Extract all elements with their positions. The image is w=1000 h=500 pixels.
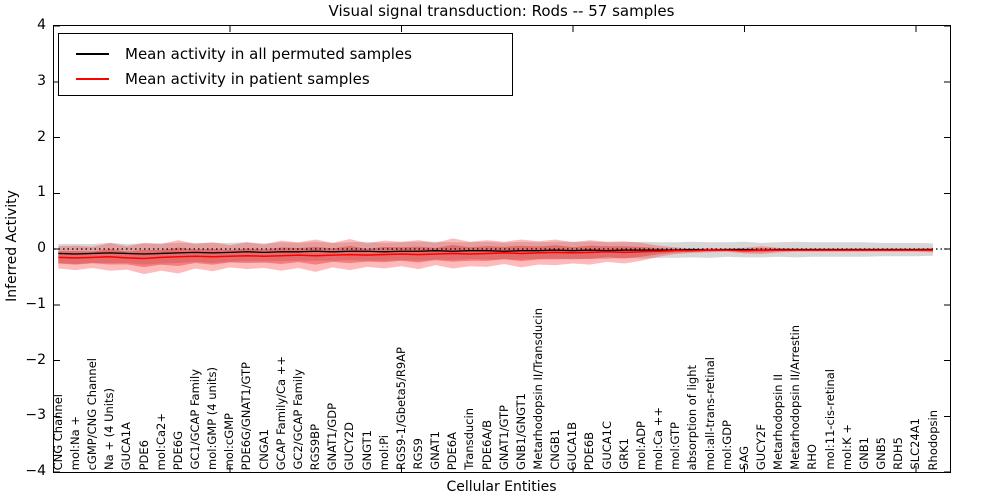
x-tick-label: CNGA1 (256, 429, 271, 470)
x-tick-label: GUCY2F (753, 423, 768, 470)
legend-item-patient: Mean activity in patient samples (59, 66, 512, 91)
x-tick-label: GUCY2D (342, 421, 357, 470)
chart-title: Visual signal transduction: Rods -- 57 s… (328, 2, 675, 20)
x-tick-label: mol:cGMP (222, 412, 237, 470)
x-tick-label: mol:K + (839, 423, 854, 470)
x-tick-label: GUCA1A (119, 421, 134, 470)
x-tick-label: CNG Channel (50, 393, 65, 470)
x-tick-label: mol:ADP (633, 421, 648, 470)
x-tick-label: RDH5 (891, 437, 906, 470)
x-tick-label: Transducin (462, 408, 477, 470)
x-tick-label: mol:GTP (668, 422, 683, 470)
legend-label-patient: Mean activity in patient samples (125, 69, 370, 88)
x-tick-label: GNB1 (856, 437, 871, 470)
x-tick-label: GRK1 (616, 438, 631, 470)
x-tick-label: SLC24A1 (908, 418, 923, 470)
y-tick-label: 0 (37, 240, 46, 256)
x-tick-label: GNAT1/GDP (325, 402, 340, 470)
patient-mean-line (58, 249, 933, 260)
patient-line-sample-icon (76, 77, 109, 80)
y-axis-label: Inferred Activity (4, 190, 20, 302)
x-tick-label: PDE6B (582, 431, 597, 470)
y-tick-label: 4 (37, 17, 46, 33)
legend-label-permuted: Mean activity in all permuted samples (125, 44, 412, 63)
x-tick-label: Na + (4 Units) (102, 388, 117, 470)
x-tick-label: mol:GMP (4 units) (205, 367, 220, 470)
x-tick-label: GNAT1/GTP (496, 404, 511, 470)
y-tick-label: 1 (37, 184, 46, 201)
x-tick-label: mol:GDP (719, 419, 734, 470)
x-tick-label: GCAP Family/Ca ++ (273, 355, 288, 470)
x-tick-label: PDE6 (136, 439, 151, 470)
x-tick-label: cGMP/CNG Channel (85, 357, 100, 470)
x-tick-label: mol:Na + (67, 415, 82, 470)
y-tick-label: −1 (25, 295, 46, 312)
x-tick-label: mol:Ca2+ (153, 412, 168, 470)
x-tick-label: GNB5 (874, 437, 889, 470)
x-tick-label: mol:Ca ++ (651, 406, 666, 470)
x-tick-label: PDE6G/GNAT1/GTP (239, 361, 254, 470)
x-tick-label: mol:Pi (376, 434, 391, 470)
x-tick-label: RGS9 (410, 438, 425, 470)
y-tick-label: −2 (25, 351, 46, 368)
x-tick-label: GC1/GCAP Family (188, 369, 202, 470)
x-tick-label: GC2/GCAP Family (290, 369, 305, 470)
x-tick-label: GNB1/GNGT1 (513, 393, 528, 470)
x-tick-label: RGS9BP (308, 423, 323, 470)
x-tick-label: PDE6G (170, 430, 185, 470)
y-tick-label: 3 (37, 72, 46, 89)
x-tick-label: Metarhodopsin II (771, 374, 786, 470)
permuted-line-sample-icon (76, 52, 109, 55)
x-tick-label: mol:all-trans-retinal (702, 356, 717, 470)
x-tick-label: absorption of light (685, 364, 700, 470)
x-tick-label: SAG (736, 445, 751, 470)
x-tick-label: PDE6A/B (479, 419, 494, 470)
x-tick-label: RHO (805, 444, 820, 470)
x-tick-label: PDE6A (445, 431, 460, 470)
x-tick-label: GUCA1C (599, 421, 614, 470)
legend-item-permuted: Mean activity in all permuted samples (59, 41, 512, 66)
x-tick-label: CNGB1 (548, 429, 563, 470)
y-tick-label: 2 (37, 128, 46, 145)
y-tick-label: −4 (25, 463, 46, 479)
y-tick-label: −3 (25, 407, 46, 424)
x-axis-label: Cellular Entities (446, 479, 557, 495)
plot-canvas (54, 26, 950, 472)
x-tick-label: mol:11-cis-retinal (822, 369, 837, 470)
x-tick-label: GNGT1 (359, 429, 374, 470)
x-tick-label: GUCA1B (565, 421, 580, 470)
x-tick-label: Rhodopsin (925, 409, 940, 470)
legend: Mean activity in all permuted samples Me… (58, 33, 513, 96)
patient-range-band-outer (58, 238, 934, 275)
x-tick-label: GNAT1 (428, 431, 443, 470)
x-tick-label: Metarhodopsin II/Arrestin (788, 325, 803, 470)
x-tick-label: RGS9-1/Gbeta5/R9AP (393, 346, 408, 470)
x-tick-label: Metarhodopsin II/Transducin (531, 308, 546, 470)
